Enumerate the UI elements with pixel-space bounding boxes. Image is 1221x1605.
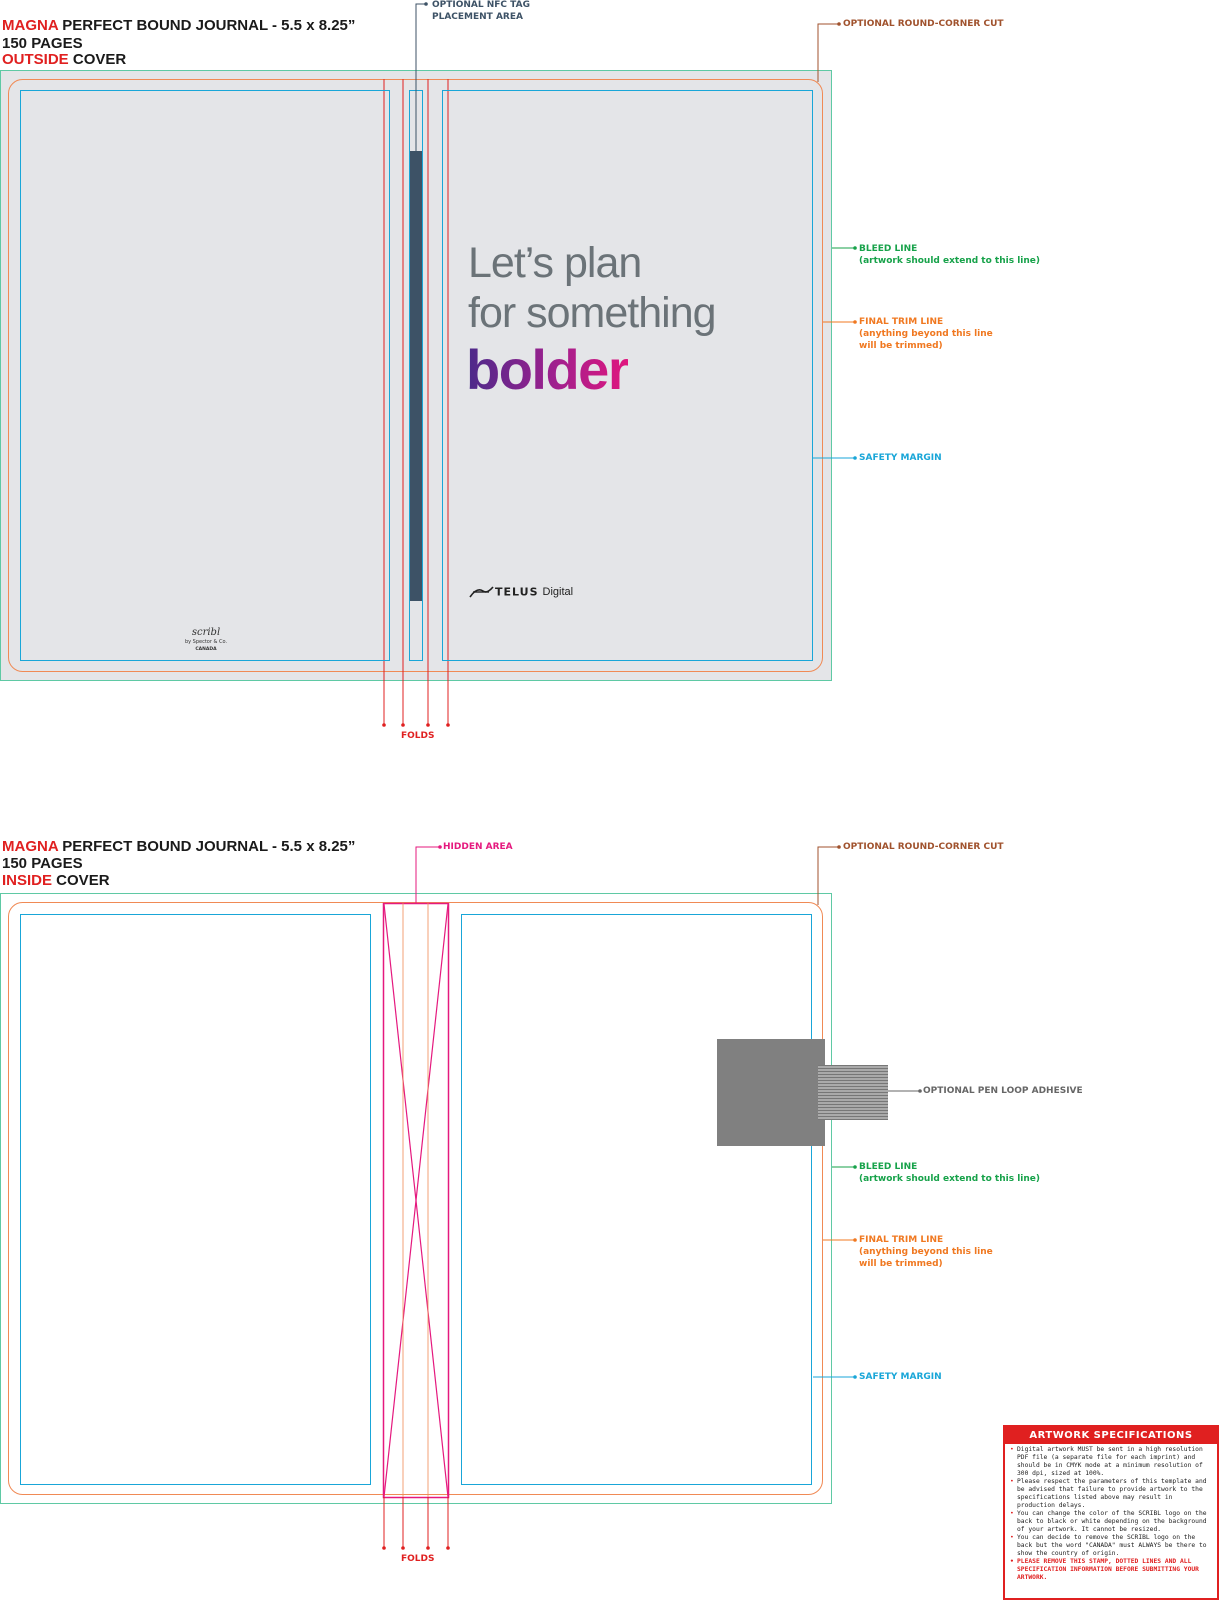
telus-mark-icon (469, 586, 494, 598)
spec-item: Please respect the parameters of this te… (1010, 1478, 1213, 1510)
specifications-heading: ARTWORK SPECIFICATIONS (1005, 1427, 1217, 1444)
spec-item: You can change the color of the SCRIBL l… (1010, 1510, 1213, 1534)
pen-loop-label: OPTIONAL PEN LOOP ADHESIVE (923, 1086, 1083, 1096)
inside-safety-label: SAFETY MARGIN (859, 1372, 942, 1382)
outside-bleed-label: BLEED LINE(artwork should extend to this… (859, 244, 1040, 266)
inside-corner-label: OPTIONAL ROUND-CORNER CUT (843, 842, 1004, 852)
inside-pages: 150 PAGES (2, 855, 83, 872)
outside-folds-label: FOLDS (401, 731, 435, 741)
outside-trim-label: FINAL TRIM LINE(anything beyond this lin… (859, 317, 993, 351)
cover-headline: Let’s plan for something (468, 239, 717, 337)
spec-item: You can decide to remove the SCRIBL logo… (1010, 1534, 1213, 1558)
pen-loop-strap (818, 1065, 888, 1120)
inside-folds-label: FOLDS (401, 1554, 435, 1564)
outside-safety-back (20, 90, 390, 661)
outside-corner-label: OPTIONAL ROUND-CORNER CUT (843, 19, 1004, 29)
scribl-logo: scribl by Spector & Co. CANADA (184, 627, 228, 652)
spec-item-warning: PLEASE REMOVE THIS STAMP, DOTTED LINES A… (1010, 1558, 1213, 1582)
inside-safety-left (20, 914, 371, 1485)
inside-safety-right (461, 914, 812, 1485)
inside-side-label: INSIDE COVER (2, 872, 110, 889)
inside-trim-label: FINAL TRIM LINE(anything beyond this lin… (859, 1235, 993, 1269)
outside-template-lines (0, 2, 857, 727)
outside-safety-front (442, 90, 813, 661)
inside-title: MAGNA PERFECT BOUND JOURNAL - 5.5 x 8.25… (2, 838, 356, 855)
hidden-area-label: HIDDEN AREA (443, 842, 513, 852)
artwork-specifications-stamp: ARTWORK SPECIFICATIONS Digital artwork M… (1003, 1425, 1219, 1600)
cover-headline-accent: bolder (466, 338, 630, 401)
pen-loop-adhesive (717, 1039, 825, 1146)
outside-side-label: OUTSIDE COVER (2, 51, 127, 68)
outside-pages: 150 PAGES (2, 35, 83, 52)
outside-title: MAGNA PERFECT BOUND JOURNAL - 5.5 x 8.25… (2, 17, 356, 34)
specifications-list: Digital artwork MUST be sent in a high r… (1005, 1446, 1217, 1582)
inside-bleed-label: BLEED LINE(artwork should extend to this… (859, 1162, 1040, 1184)
nfc-placement-area (410, 151, 422, 601)
spec-item: Digital artwork MUST be sent in a high r… (1010, 1446, 1213, 1478)
hidden-area (382, 902, 450, 1499)
outside-safety-label: SAFETY MARGIN (859, 453, 942, 463)
